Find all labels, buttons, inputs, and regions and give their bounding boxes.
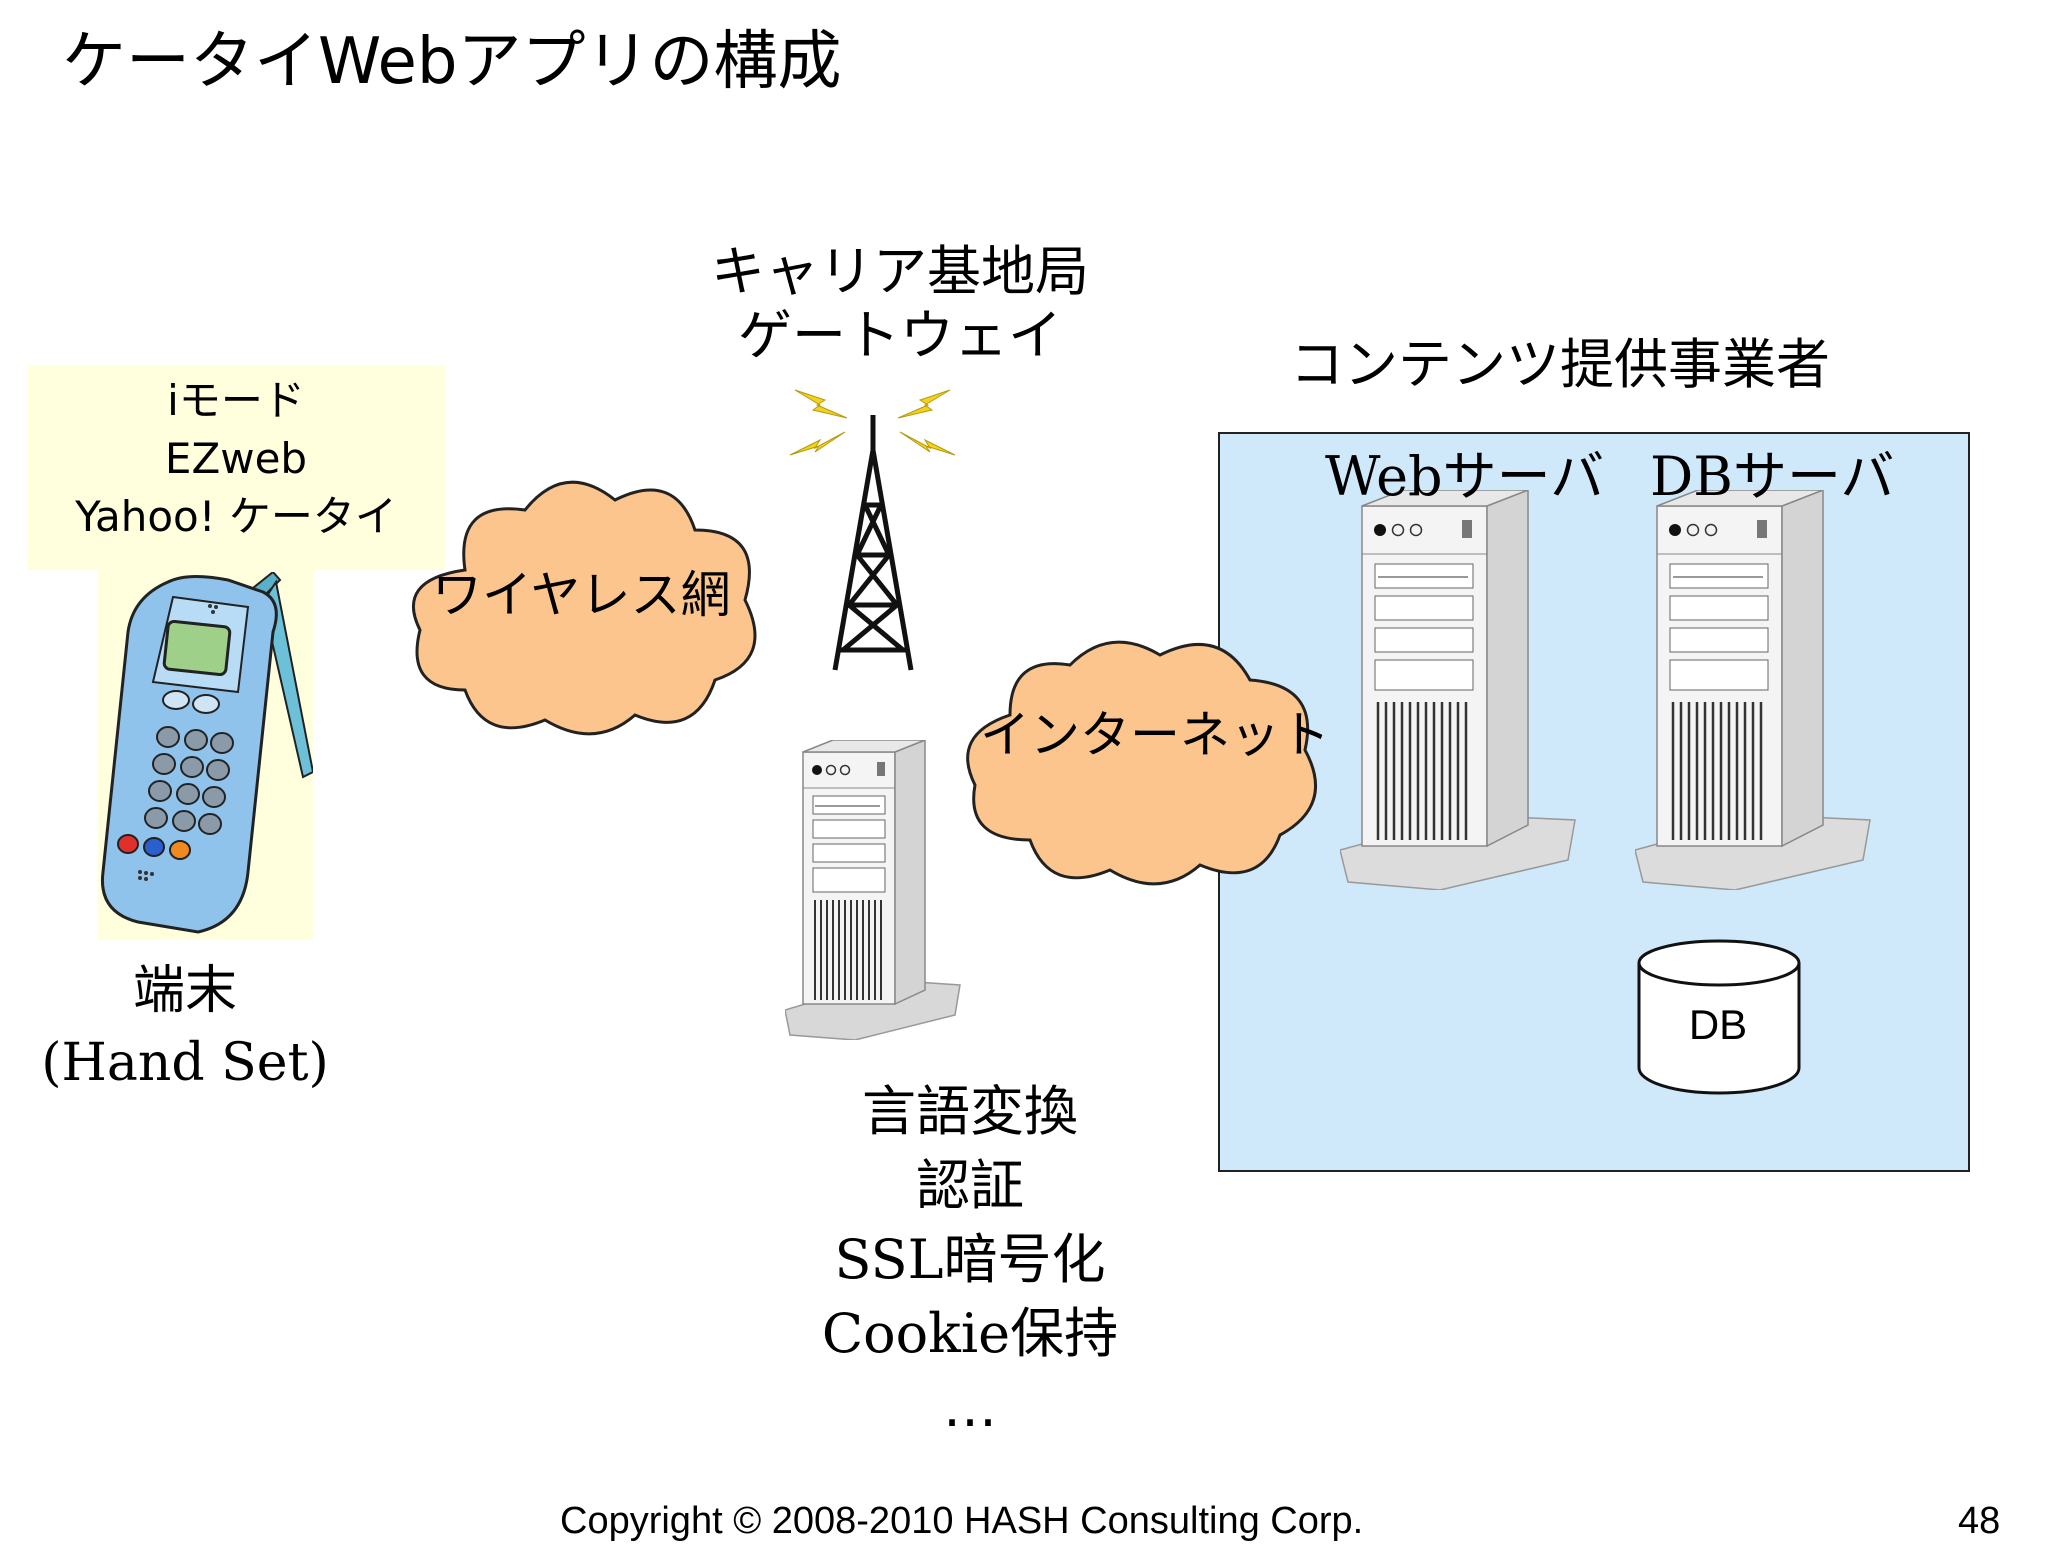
database-cylinder-icon: [1637, 939, 1801, 1095]
db-server-label: DBサーバ: [1650, 445, 1895, 508]
database-label: DB: [1688, 1001, 1748, 1048]
db-server-icon: [1635, 490, 1871, 890]
handset-label-ja: 端末: [132, 961, 237, 1021]
carrier-service-yahoo: Yahoo! ケータイ: [75, 492, 397, 541]
gateway-function-ssl: SSL暗号化: [834, 1228, 1106, 1291]
mobile-phone-icon: [100, 572, 313, 934]
gateway-function-language: 言語変換: [862, 1080, 1078, 1143]
internet-label: インターネット: [980, 706, 1330, 764]
gateway-server-icon: [785, 740, 961, 1040]
antenna-tower-icon: [789, 389, 956, 671]
gateway-function-auth: 認証: [916, 1154, 1024, 1217]
wireless-network-label: ワイヤレス網: [432, 566, 731, 624]
handset-label-en: (Hand Set): [41, 1033, 329, 1093]
gateway-label: キャリア基地局 ゲートウェイ: [700, 240, 1100, 368]
gateway-functions-list: 言語変換 認証 SSL暗号化 Cookie保持 …: [760, 1075, 1180, 1445]
wireless-network-cloud: [411, 480, 757, 736]
gateway-label-line2: ゲートウェイ: [738, 304, 1062, 367]
carrier-service-ezweb: EZweb: [164, 434, 308, 483]
content-provider-label: コンテンツ提供事業者: [1290, 333, 1830, 396]
page-number: 48: [1958, 1500, 2001, 1542]
carrier-services-list: iモード EZweb Yahoo! ケータイ: [27, 372, 445, 546]
copyright-footer: Copyright © 2008-2010 HASH Consulting Co…: [560, 1500, 1364, 1542]
web-server-icon: [1340, 490, 1576, 890]
gateway-function-cookie: Cookie保持: [821, 1302, 1119, 1365]
carrier-service-imode: iモード: [167, 376, 305, 425]
gateway-label-line1: キャリア基地局: [711, 240, 1089, 303]
web-server-label: Webサーバ: [1325, 445, 1605, 508]
carrier-services-box: [27, 365, 445, 570]
gateway-function-more: …: [943, 1376, 997, 1439]
internet-cloud: [966, 640, 1318, 886]
content-provider-box: [1218, 432, 1970, 1172]
handset-label: 端末 (Hand Set): [40, 955, 330, 1099]
page-title: ケータイWebアプリの構成: [62, 25, 842, 99]
